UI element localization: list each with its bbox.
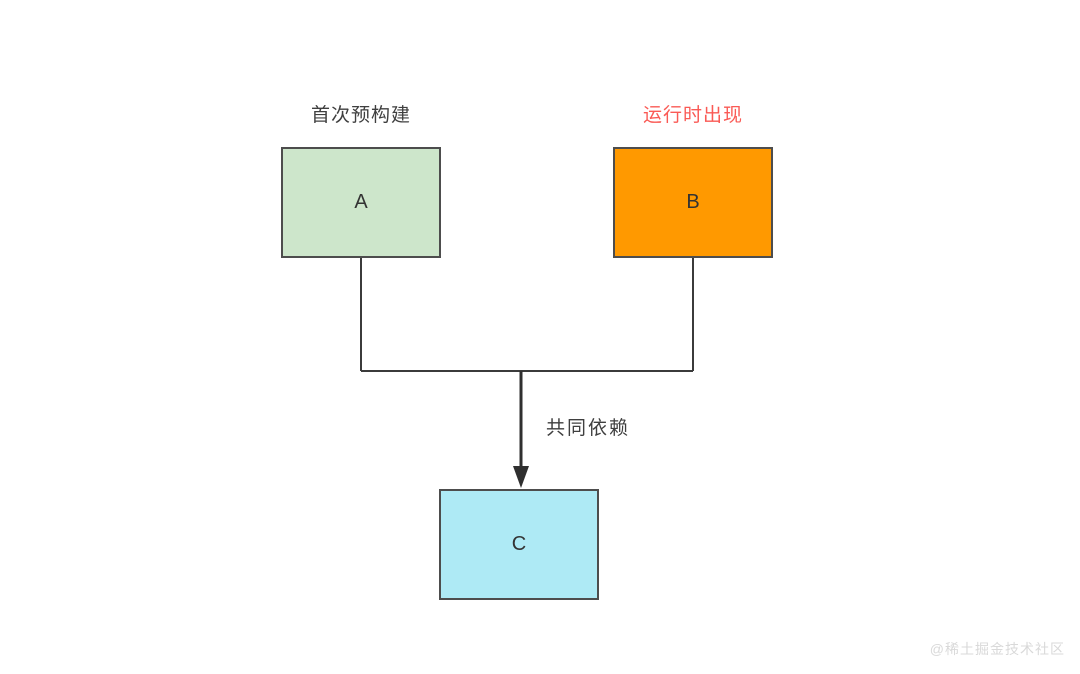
node-b-label: B	[686, 191, 700, 213]
caption-node-b: 运行时出现	[642, 105, 743, 126]
node-a-label: A	[354, 191, 368, 213]
node-c-label: C	[511, 533, 527, 555]
arrowhead-icon	[513, 466, 529, 488]
edge-label-common-dependency: 共同依赖	[546, 418, 631, 439]
node-c-box: C	[439, 489, 599, 600]
node-a-box: A	[281, 147, 441, 258]
watermark-text: @稀土掘金技术社区	[929, 641, 1065, 657]
node-b-box: B	[613, 147, 773, 258]
caption-node-a: 首次预构建	[310, 105, 411, 126]
